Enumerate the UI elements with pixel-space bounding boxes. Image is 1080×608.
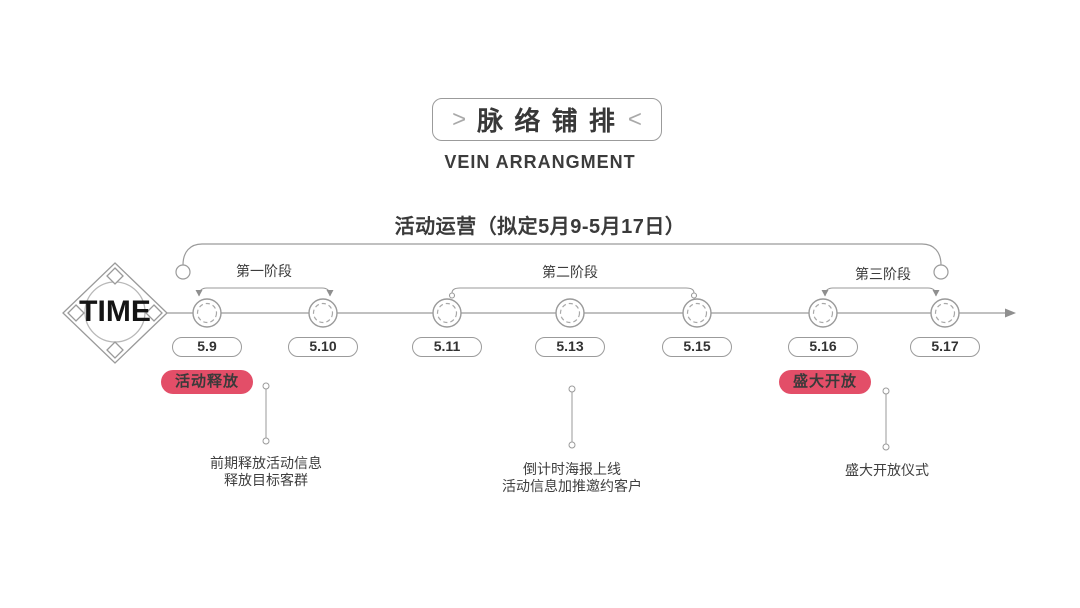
- milestone-pill-activity-release: 活动释放: [161, 370, 253, 394]
- date-pill-5-16: 5.16: [788, 337, 858, 357]
- timeline-node-5-11: [432, 298, 462, 328]
- time-diamond-corner-right: [145, 304, 163, 322]
- note-2-line-2: 活动信息加推邀约客户: [502, 478, 642, 494]
- timeline-axis: [167, 308, 1016, 318]
- date-pill-5-11: 5.11: [412, 337, 482, 357]
- timeline-node-5-16: [808, 298, 838, 328]
- timeline-node-5-10: [308, 298, 338, 328]
- bracket-dot-icon: [448, 292, 456, 299]
- note-connector-3: [882, 387, 890, 451]
- slide-subtitle: VEIN ARRANGMENT: [444, 152, 636, 172]
- time-diamond: [62, 262, 168, 364]
- milestone-pill-grand-opening: 盛大开放: [779, 370, 871, 394]
- timeline-node-5-13: [555, 298, 585, 328]
- timeline-node-5-15: [682, 298, 712, 328]
- main-bracket-end-circle-right: [933, 264, 949, 280]
- time-diamond-corner-bottom: [106, 341, 124, 359]
- time-diamond-corner-left: [67, 304, 85, 322]
- phase-label-2: 第二阶段: [542, 264, 598, 280]
- chevron-left-icon: <: [627, 105, 642, 133]
- note-1-line-1: 前期释放活动信息: [210, 455, 322, 471]
- main-bracket-end-circle-left: [175, 264, 191, 280]
- time-axis-label: TIME: [79, 294, 151, 328]
- timeline-node-5-9: [192, 298, 222, 328]
- bracket-tick-icon: [821, 290, 829, 297]
- phase-bracket-1: [195, 287, 334, 297]
- timeline-arrowhead-icon: [1005, 308, 1016, 318]
- phase-label-3: 第三阶段: [855, 266, 911, 282]
- bracket-tick-icon: [195, 290, 203, 297]
- main-bracket: [175, 243, 949, 280]
- main-bracket-curve: [182, 243, 942, 266]
- timeline-node-5-17: [930, 298, 960, 328]
- phase-label-1: 第一阶段: [236, 263, 292, 279]
- phase-bracket-2: [448, 287, 698, 299]
- note-2-line-1: 倒计时海报上线: [523, 461, 621, 477]
- note-3-line-1: 盛大开放仪式: [845, 462, 929, 478]
- note-1-line-2: 释放目标客群: [224, 472, 308, 488]
- date-pill-5-15: 5.15: [662, 337, 732, 357]
- note-connector-1: [262, 382, 270, 445]
- bracket-tick-icon: [932, 290, 940, 297]
- note-3: 盛大开放仪式: [777, 462, 997, 479]
- slide-title: 脉 络 铺 排: [477, 106, 617, 136]
- note-connector-2: [568, 385, 576, 449]
- date-pill-5-10: 5.10: [288, 337, 358, 357]
- note-1: 前期释放活动信息 释放目标客群: [156, 455, 376, 489]
- chevron-right-icon: >: [452, 105, 467, 133]
- date-pill-5-9: 5.9: [172, 337, 242, 357]
- bracket-tick-icon: [326, 290, 334, 297]
- date-pill-5-17: 5.17: [910, 337, 980, 357]
- slide-title-box: > 脉 络 铺 排 <: [432, 98, 662, 141]
- phase-bracket-3: [821, 287, 940, 297]
- bracket-dot-icon: [690, 292, 698, 299]
- note-2: 倒计时海报上线 活动信息加推邀约客户: [462, 461, 682, 495]
- section-header: 活动运营（拟定5月9-5月17日）: [394, 216, 686, 238]
- time-diamond-outline: [62, 262, 168, 364]
- time-diamond-corner-top: [106, 267, 124, 285]
- date-pill-5-13: 5.13: [535, 337, 605, 357]
